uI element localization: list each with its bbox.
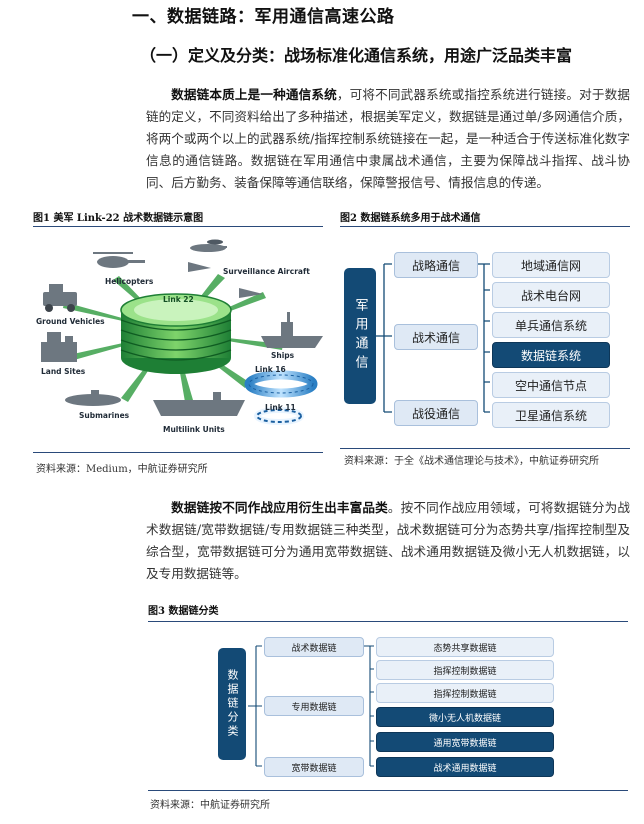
paragraph-lead: 数据链本质上是一种通信系统 (171, 87, 337, 102)
fig2-level1-campaign: 战役通信 (394, 400, 478, 426)
fig3-level2-item-dark: 微小无人机数据链 (376, 707, 554, 727)
paragraph-classification: 数据链按不同作战应用衍生出丰富品类。按不同作战应用领域，可将数据链分为战术数据链… (146, 497, 630, 585)
fig2-diagram: 军用通信 战略通信 战术通信 战役通信 地域通信网 战术电台网 单兵通信系统 数… (340, 232, 630, 444)
link11-ring (254, 407, 304, 425)
fig2-root-box: 军用通信 (344, 268, 376, 404)
label-land-sites: Land Sites (41, 367, 86, 376)
fig1-title: 图1 美军 Link-22 战术数据链示意图 (33, 213, 204, 224)
fig3-level1-broadband: 宽带数据链 (264, 757, 364, 777)
paragraph-lead: 数据链按不同作战应用衍生出丰富品类 (171, 500, 388, 515)
label-submarines: Submarines (79, 411, 130, 420)
fig1-source: 资料来源：Medium，中航证券研究所 (36, 464, 208, 475)
label-link11: Link 11 (265, 403, 296, 412)
paragraph-body: 。按不同作战应用领域，可将数据链分为战术数据链/宽带数据链/专用数据链三种类型，… (146, 500, 630, 581)
fig1-link22-illustration: Helicopters Surveillance Aircraft Link 2… (36, 239, 323, 434)
fig3-title: 图3 数据链分类 (148, 606, 219, 617)
subsection-heading: （一）定义及分类：战场标准化通信系统，用途广泛品类丰富 (140, 46, 573, 65)
label-ships: Ships (271, 351, 295, 360)
fig3-level2-item: 指挥控制数据链 (376, 683, 554, 703)
fig3-bottom-rule (148, 790, 628, 791)
fig3-level1-special: 专用数据链 (264, 696, 364, 716)
fig2-level2-item: 战术电台网 (492, 282, 610, 308)
fig2-level2-item: 单兵通信系统 (492, 312, 610, 338)
label-surveillance-aircraft: Surveillance Aircraft (223, 267, 310, 276)
fig3-source: 资料来源：中航证券研究所 (150, 800, 270, 811)
fig3-level2-item-dark: 通用宽带数据链 (376, 732, 554, 752)
fig2-level1-strategic: 战略通信 (394, 252, 478, 278)
fig3-connectors (248, 645, 374, 767)
paragraph-body: ，可将不同武器系统或指控系统进行链接。对于数据链的定义，不同资料给出了多种描述，… (146, 87, 630, 190)
paragraph-definition: 数据链本质上是一种通信系统，可将不同武器系统或指控系统进行链接。对于数据链的定义… (146, 84, 630, 194)
label-link16: Link 16 (255, 365, 286, 374)
fig2-title: 图2 数据链系统多用于战术通信 (340, 213, 481, 224)
label-ground-vehicles: Ground Vehicles (36, 317, 105, 326)
fig2-level2-item: 地域通信网 (492, 252, 610, 278)
fig1-bottom-rule (33, 452, 323, 453)
fig2-connectors (376, 263, 490, 413)
fig3-diagram: 数据链分类 战术数据链 专用数据链 宽带数据链 态势共享数据链 指挥控制数据链 … (210, 632, 560, 778)
fig3-level2-item-dark: 战术通用数据链 (376, 757, 554, 777)
fig2-bottom-rule (340, 448, 630, 449)
fig3-top-rule (148, 621, 628, 622)
fig2-top-rule (340, 226, 630, 227)
asset-silhouettes (41, 239, 323, 416)
fig3-level1-tactical: 战术数据链 (264, 637, 364, 657)
section-heading: 一、数据链路：军用通信高速公路 (132, 7, 395, 27)
fig2-level1-tactical: 战术通信 (394, 324, 478, 350)
fig1-top-rule (33, 226, 323, 227)
link16-ring (244, 370, 318, 398)
fig2-level2-item: 卫星通信系统 (492, 402, 610, 428)
fig3-root-box: 数据链分类 (218, 648, 246, 760)
link22-cylinder (120, 293, 232, 374)
fig3-level2-item: 态势共享数据链 (376, 637, 554, 657)
label-multilink-units: Multilink Units (163, 425, 225, 434)
fig2-level2-item: 空中通信节点 (492, 372, 610, 398)
fig2-source: 资料来源：于全《战术通信理论与技术》，中航证券研究所 (344, 456, 599, 467)
fig2-level2-item-highlight: 数据链系统 (492, 342, 610, 368)
label-link22: Link 22 (163, 295, 194, 304)
label-helicopters: Helicopters (105, 277, 154, 286)
fig3-level2-item: 指挥控制数据链 (376, 660, 554, 680)
